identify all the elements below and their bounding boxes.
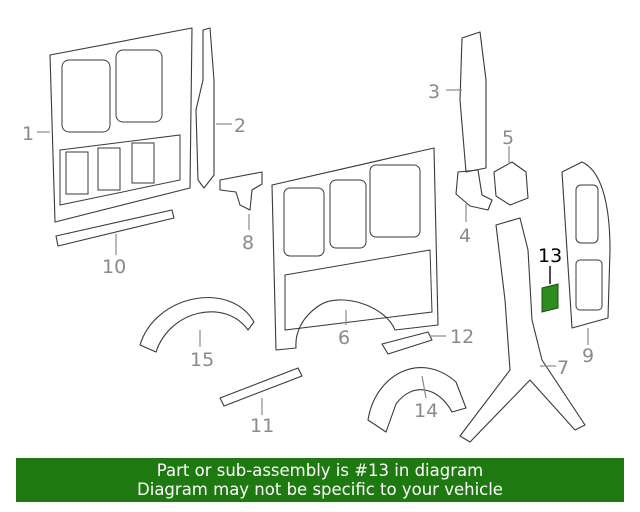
part-4-bracket: [455, 169, 493, 211]
part-3-b-pillar: [459, 31, 487, 173]
callout-11: 11: [250, 415, 274, 437]
part-2-pillar: [195, 27, 215, 189]
parts-diagram: 1 2 3 4 5 6 7 8 9 10 11 12 13 14 15: [22, 27, 611, 443]
callout-2: 2: [234, 115, 246, 137]
callout-4: 4: [459, 225, 471, 247]
callout-1: 1: [22, 123, 34, 145]
part-6-side-panel: [271, 147, 439, 351]
callout-14: 14: [414, 400, 438, 422]
callout-7: 7: [557, 357, 569, 379]
part-9-rear-pillar: [561, 161, 611, 329]
part-13-reinforcement: [541, 283, 559, 313]
callout-5: 5: [502, 127, 514, 149]
part-5-bracket: [493, 161, 529, 206]
part-1-side-panel: [49, 27, 193, 223]
banner-line-1: Part or sub-assembly is #13 in diagram: [156, 461, 484, 480]
callout-10: 10: [102, 256, 126, 278]
callout-13: 13: [538, 245, 562, 267]
part-15-wheel-arch: [139, 297, 255, 353]
part-12-bracket: [381, 331, 433, 355]
callout-3: 3: [428, 81, 440, 103]
info-banner: Part or sub-assembly is #13 in diagram D…: [16, 458, 624, 502]
callout-6: 6: [338, 327, 350, 349]
callout-15: 15: [190, 349, 214, 371]
part-7-pillar: [459, 217, 586, 443]
leader-lines: [37, 89, 589, 415]
part-14-wheelhouse: [367, 367, 467, 433]
banner-line-2: Diagram may not be specific to your vehi…: [137, 480, 503, 499]
callout-9: 9: [582, 345, 594, 367]
part-10-sill: [55, 209, 175, 247]
part-11-sill: [219, 367, 303, 407]
callout-8: 8: [242, 232, 254, 254]
part-8-bracket: [219, 171, 263, 211]
callout-12: 12: [450, 326, 474, 348]
